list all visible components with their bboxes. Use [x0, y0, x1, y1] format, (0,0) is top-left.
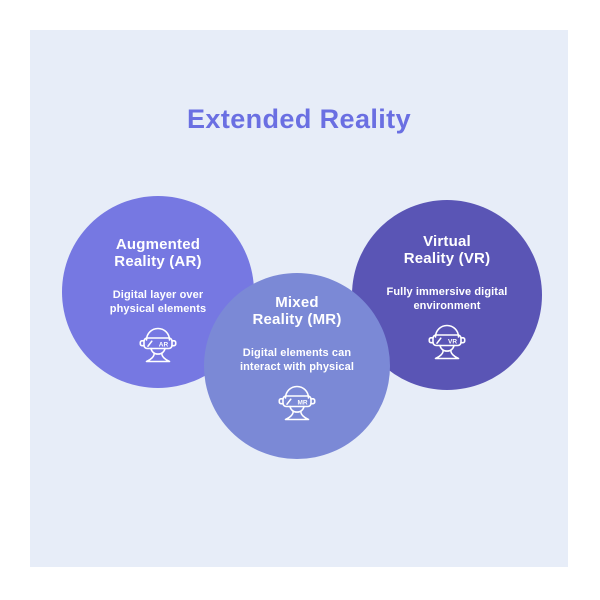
page-title: Extended Reality [187, 104, 411, 134]
mr-headset-icon: MR [278, 386, 316, 421]
heading-line: Virtual [423, 233, 471, 250]
circle-description: Digital elements can interact with physi… [240, 346, 354, 376]
icon-label: VR [448, 339, 457, 346]
description-line: environment [413, 300, 481, 313]
circle-heading: Augmented Reality (AR) [114, 236, 201, 271]
heading-line: Reality (AR) [114, 253, 202, 271]
description-line: Digital layer over [112, 288, 204, 301]
panel-background: Extended Reality Augmented Reality (AR) … [30, 30, 568, 567]
description-line: interact with physical [239, 361, 355, 374]
icon-label: AR [159, 342, 169, 349]
heading-line: Reality (VR) [403, 250, 491, 268]
circle-augmented-reality: Augmented Reality (AR) Digital layer ove… [62, 196, 254, 388]
heading-line: Mixed [275, 294, 319, 311]
circle-description: Digital layer over physical elements [110, 288, 206, 318]
ar-headset-icon: AR [139, 328, 177, 363]
icon-label: MR [297, 400, 307, 407]
heading-line: Reality (MR) [252, 311, 342, 329]
description-line: Digital elements can [242, 346, 352, 359]
description-line: Fully immersive digital [386, 285, 508, 298]
circle-heading: Mixed Reality (MR) [252, 294, 341, 329]
circle-heading: Virtual Reality (VR) [404, 233, 491, 268]
circle-description: Fully immersive digital environment [387, 285, 508, 315]
circle-mixed-reality: Mixed Reality (MR) Digital elements can … [204, 273, 390, 459]
heading-line: Augmented [115, 236, 201, 253]
vr-headset-icon: VR [428, 325, 466, 360]
description-line: physical elements [109, 303, 207, 316]
